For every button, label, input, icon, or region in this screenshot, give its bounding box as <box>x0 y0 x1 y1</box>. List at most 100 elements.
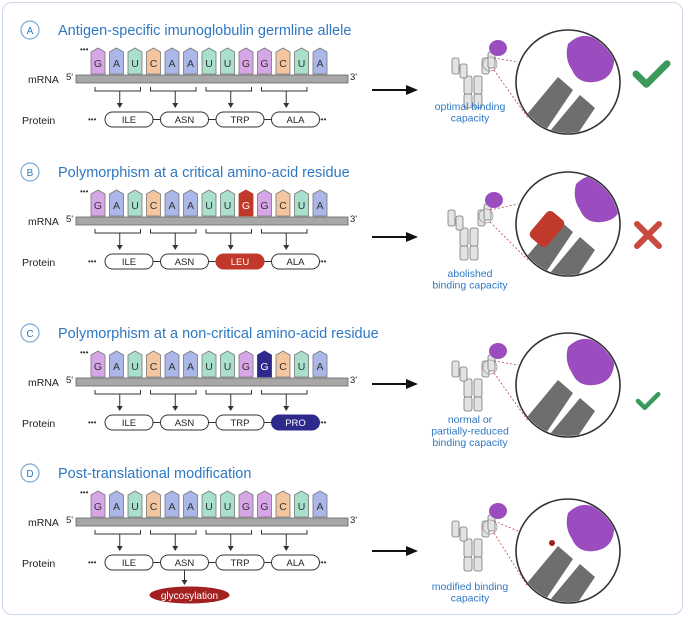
nucleotide-letter: G <box>260 501 268 513</box>
nucleotide <box>275 47 291 75</box>
ellipsis-protein-right: ••• <box>318 418 327 427</box>
nucleotide <box>90 47 106 75</box>
antibody-domain <box>451 57 460 75</box>
nucleotide <box>220 350 235 378</box>
nucleotide <box>220 490 235 518</box>
nucleotide <box>109 490 124 518</box>
nucleotide <box>201 490 217 518</box>
codon-bracket <box>150 229 197 234</box>
nucleotide-letter: A <box>316 200 323 212</box>
nucleotide-letter: U <box>298 361 306 373</box>
antigen-large <box>566 338 615 386</box>
panel-a: A Antigen-specific imunoglobulin germline… <box>20 20 671 135</box>
nucleotide <box>146 189 161 217</box>
nucleotide <box>201 350 217 378</box>
nucleotide-letter: G <box>260 58 268 70</box>
codon-bracket <box>261 229 308 234</box>
mrna-strand <box>75 517 349 527</box>
nucleotide-letter: U <box>205 501 213 513</box>
ellipsis-left: ••• <box>80 45 89 54</box>
result-arrowhead <box>406 85 418 95</box>
protein-label: Protein <box>22 558 55 570</box>
nucleotide <box>127 189 143 217</box>
ellipsis-left: ••• <box>80 488 89 497</box>
nucleotide <box>238 490 254 518</box>
protein-label: Protein <box>22 257 55 269</box>
panel-letter-badge <box>20 20 40 40</box>
nucleotide <box>164 189 180 217</box>
glycosylation-label: glycosylation <box>161 591 218 602</box>
antibody-domain <box>459 227 469 247</box>
antibody-domain <box>473 396 483 412</box>
nucleotide-letter: A <box>187 361 194 373</box>
amino-acid-label: LEU <box>231 257 250 268</box>
nucleotide-letter: A <box>113 58 120 70</box>
zoom-guide-line <box>493 360 519 366</box>
codon-arrowhead <box>172 103 179 108</box>
nucleotide <box>201 47 217 75</box>
amino-acid-label: TRP <box>231 418 250 429</box>
nucleotide-letter: U <box>298 501 306 513</box>
mrna-label: mRNA <box>28 74 59 86</box>
antigen-large <box>566 504 615 552</box>
antibody-domain <box>473 93 483 109</box>
nucleotide <box>220 47 235 75</box>
panel-letter: B <box>27 168 34 179</box>
antigen-small <box>485 192 503 208</box>
panel-letter: C <box>26 329 33 340</box>
nucleotide <box>294 189 309 217</box>
nucleotide-letter: G <box>94 361 102 373</box>
glycosylation-badge <box>149 586 230 604</box>
nucleotide-letter: U <box>131 58 139 70</box>
nucleotide <box>90 189 106 217</box>
codon-bracket <box>261 87 308 92</box>
nucleotide-letter: A <box>187 58 194 70</box>
nucleotide <box>312 47 328 75</box>
antibody-domain <box>459 366 468 382</box>
codon-arrowhead <box>283 406 290 411</box>
zoom-source-circle <box>482 519 498 535</box>
zoom-guide-line <box>493 520 519 532</box>
nucleotide <box>109 47 124 75</box>
cross-icon <box>634 221 662 249</box>
mrna-label: mRNA <box>28 216 59 228</box>
nucleotide-letter: A <box>168 361 175 373</box>
panel-title: Polymorphism at a non-critical amino-aci… <box>58 326 379 342</box>
antibody-domain <box>473 538 483 558</box>
panel-letter: A <box>27 26 34 37</box>
nucleotide <box>312 490 328 518</box>
antigen-small <box>489 40 507 56</box>
nucleotide-letter: G <box>242 58 250 70</box>
nucleotide <box>312 350 328 378</box>
antigen-large <box>566 35 615 83</box>
three-prime-label: 3' <box>350 375 357 386</box>
amino-acid-label: ILE <box>122 257 136 268</box>
zoom-guide-line <box>493 532 529 588</box>
nucleotide <box>257 350 272 378</box>
codon-arrowhead <box>116 406 123 411</box>
mrna-label: mRNA <box>28 377 59 389</box>
three-prime-label: 3' <box>350 515 357 526</box>
antibody-domain <box>469 245 479 261</box>
nucleotide <box>294 350 309 378</box>
nucleotide-letter: C <box>279 58 287 70</box>
antibody-domain <box>463 75 473 95</box>
five-prime-label: 5' <box>66 515 73 526</box>
nucleotide-letter: A <box>168 200 175 212</box>
amino-acid-label: ASN <box>175 115 195 126</box>
codon-bracket <box>261 530 308 535</box>
amino-acid-label: PRO <box>285 418 306 429</box>
result-arrowhead <box>406 379 418 389</box>
nucleotide-letter: A <box>168 58 175 70</box>
antibody-domain <box>451 360 460 378</box>
panel-title: Antigen-specific imunoglobulin germline … <box>58 23 351 39</box>
antibody-domain <box>473 556 483 572</box>
codon-arrowhead <box>283 245 290 250</box>
panel-letter-badge <box>20 162 40 182</box>
antibody-domain <box>463 93 473 109</box>
codon-arrowhead <box>227 245 234 250</box>
nucleotide-letter: U <box>224 200 232 212</box>
zoom-guide-line <box>493 372 529 422</box>
ellipsis-protein-left: ••• <box>88 257 97 266</box>
